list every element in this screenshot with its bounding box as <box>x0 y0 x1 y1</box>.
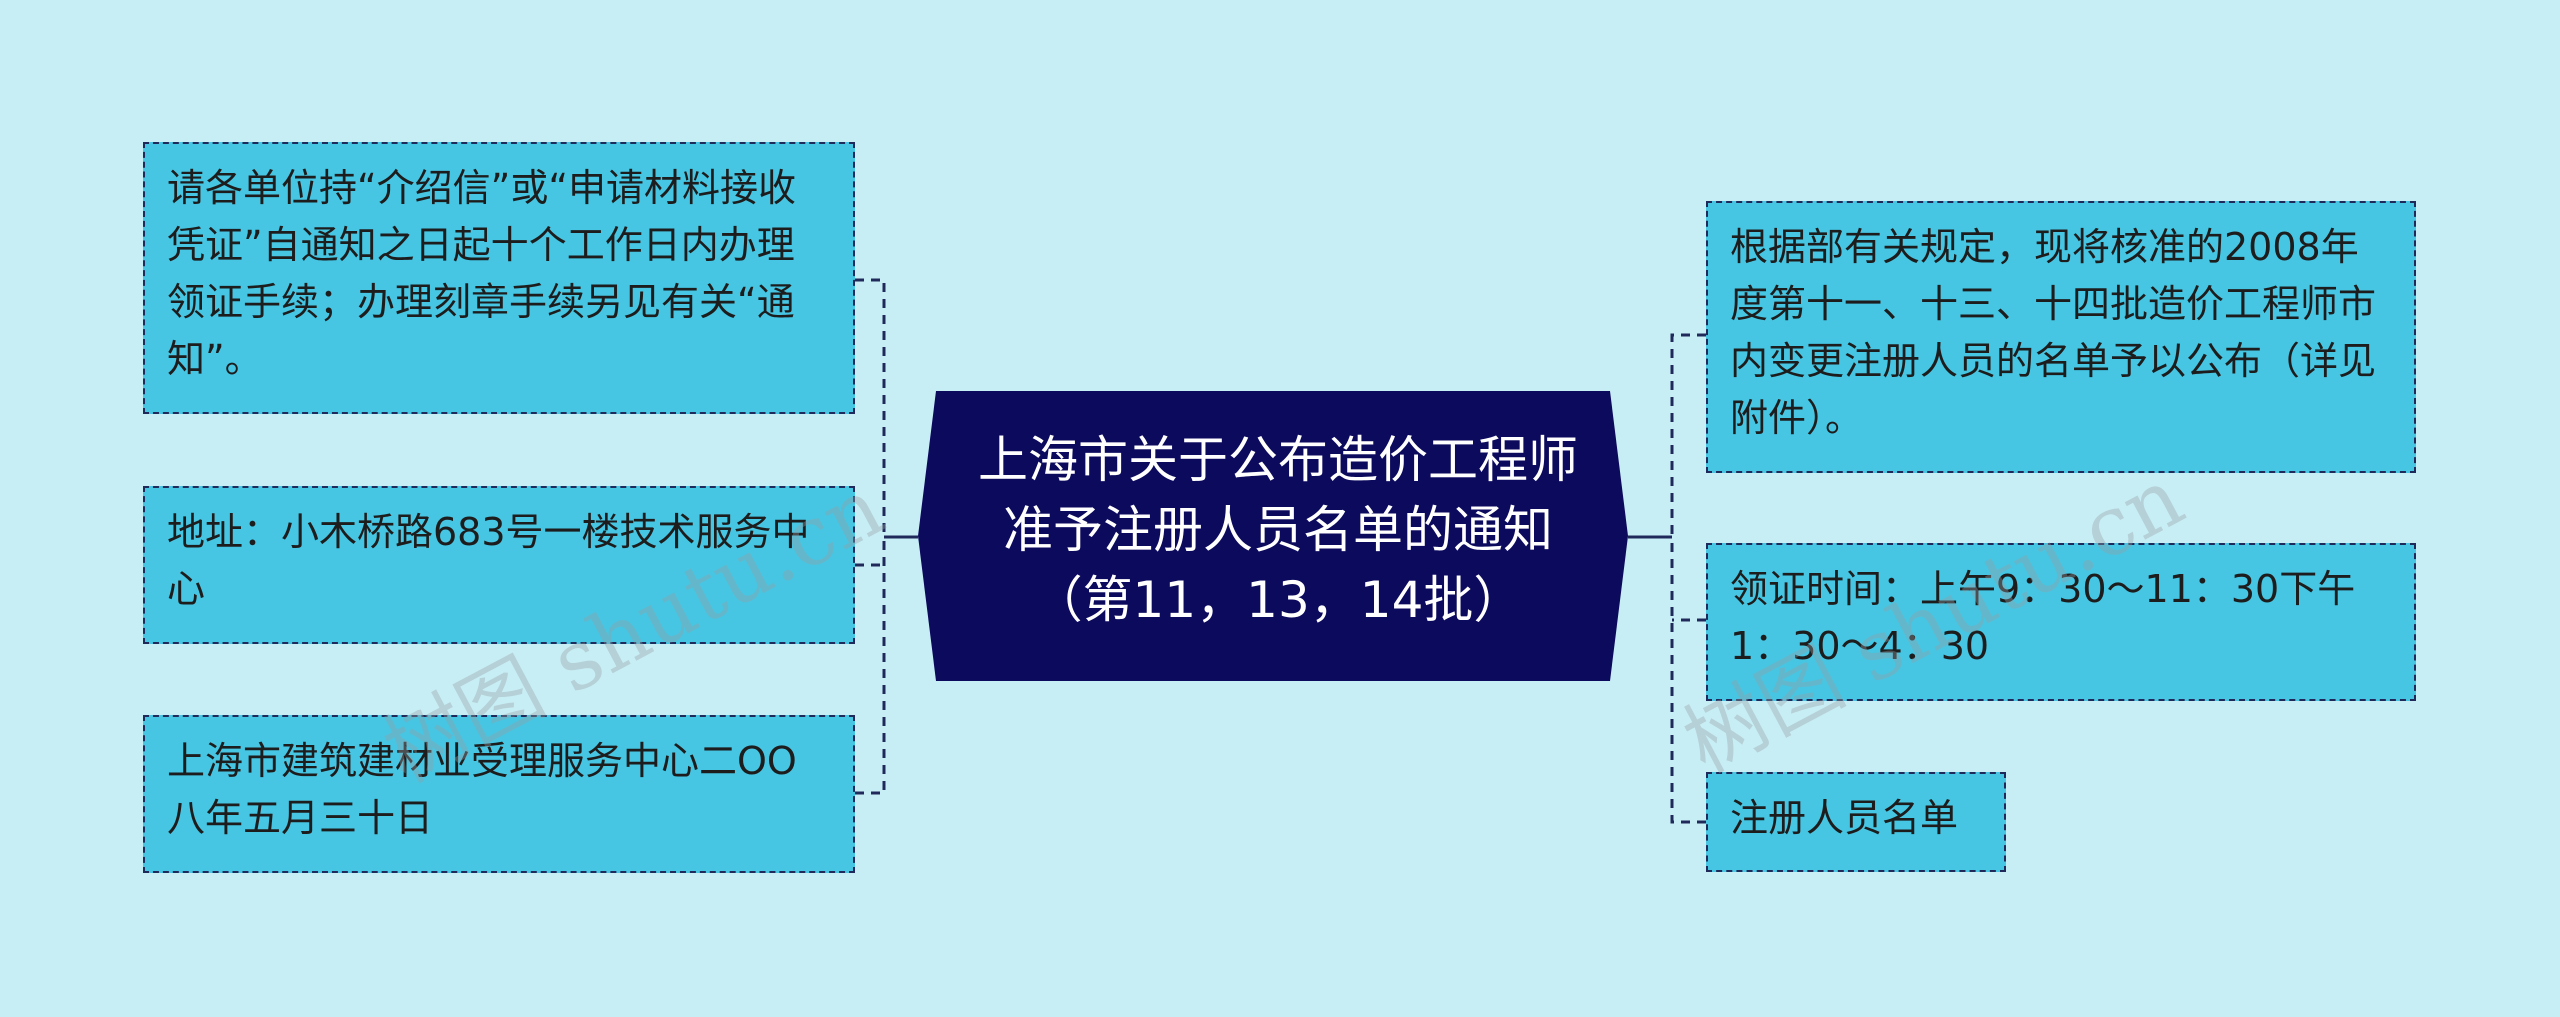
right-topic-registered-list[interactable]: 注册人员名单 <box>1706 772 2006 872</box>
left-topic-issuer-date[interactable]: 上海市建筑建材业受理服务中心二OO八年五月三十日 <box>143 715 855 873</box>
left-topic-application-notice[interactable]: 请各单位持“介绍信”或“申请材料接收凭证”自通知之日起十个工作日内办理领证手续；… <box>143 142 855 414</box>
connector-left-1 <box>855 278 886 537</box>
connector-right-3 <box>1670 537 1706 824</box>
right-topic-announcement[interactable]: 根据部有关规定，现将核准的2008年度第十一、十三、十四批造价工程师市内变更注册… <box>1706 201 2416 473</box>
central-topic-shape <box>918 391 1628 681</box>
left-topic-address[interactable]: 地址：小木桥路683号一楼技术服务中心 <box>143 486 855 644</box>
central-topic-title: 上海市关于公布造价工程师准予注册人员名单的通知（第11，13，14批） <box>978 431 1578 629</box>
connector-left-3 <box>855 537 886 795</box>
central-topic[interactable]: 上海市关于公布造价工程师准予注册人员名单的通知（第11，13，14批） <box>918 391 1628 681</box>
right-topic-collection-time[interactable]: 领证时间：上午9：30～11：30下午1：30～4：30 <box>1706 543 2416 701</box>
connector-right-1 <box>1670 333 1706 537</box>
